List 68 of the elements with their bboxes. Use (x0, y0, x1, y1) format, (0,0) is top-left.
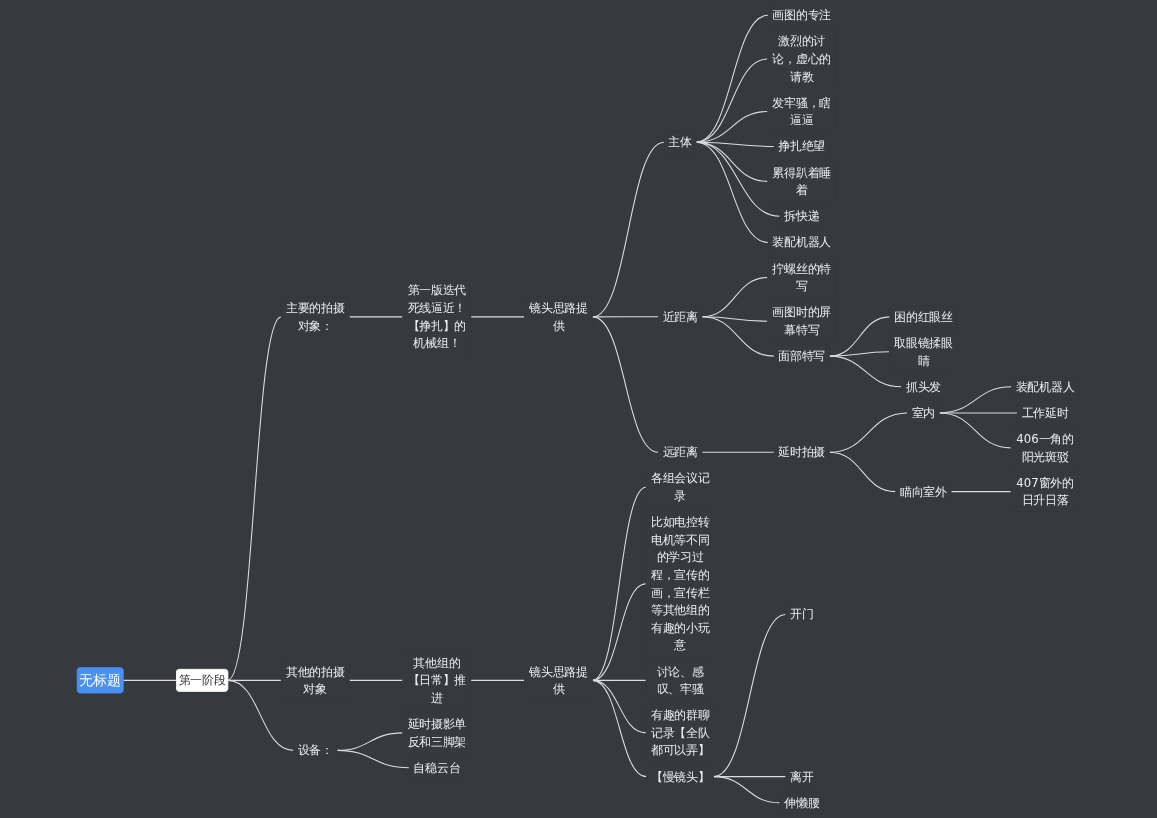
node-text: 拧螺丝的特写 (772, 261, 832, 293)
connector (939, 412, 1012, 449)
node-text: 发牢骚，瞎逼逼 (772, 96, 832, 127)
connector (829, 351, 891, 357)
node-text: 拆快递 (784, 209, 820, 223)
node-text: 激烈的讨论，虚心的请教 (772, 34, 832, 84)
connector (829, 412, 909, 453)
node-text: 画图时的屏幕特写 (772, 305, 832, 337)
connector (695, 14, 769, 143)
node-text: 镜头思路提供 (529, 301, 589, 333)
node-text: 主体 (668, 135, 693, 149)
node-text: 有趣的群聊记录【全队都可以弄】 (651, 708, 710, 758)
connector (470, 679, 526, 681)
connector (829, 355, 903, 388)
connector (829, 451, 897, 493)
connector (470, 316, 526, 318)
connector (713, 776, 781, 804)
node-text: 讨论、感叹、牢骚 (656, 664, 704, 696)
connector (701, 316, 775, 357)
node-text: 镜头思路提供 (529, 664, 589, 696)
connector (349, 679, 404, 681)
connector (227, 316, 282, 681)
connector (122, 679, 178, 681)
node-text: 累得趴着睡着 (772, 165, 832, 197)
node-text: 抓头发 (906, 380, 942, 394)
connector (592, 316, 660, 318)
connector (592, 583, 647, 681)
connector (695, 58, 769, 143)
connector (701, 451, 775, 453)
node-text: 各组会议记录 (651, 471, 710, 503)
node-text: 困的红眼丝 (894, 310, 954, 324)
node-text: 画图的专注 (772, 8, 832, 22)
connector (227, 679, 295, 751)
node-text: 装配机器人 (772, 235, 832, 250)
node-text: 407窗外的日升日落 (1016, 476, 1075, 508)
connector (592, 141, 665, 318)
node-text: 其他的拍摄对象 (286, 664, 345, 696)
connector (695, 110, 769, 143)
connector (950, 491, 1012, 493)
node-text: 离开 (790, 769, 814, 784)
node-text: 延时拍摄 (778, 445, 826, 459)
connector (713, 613, 787, 778)
node-text: 工作延时 (1021, 406, 1069, 420)
node-text: 自稳云台 (413, 761, 461, 775)
node-text: 远距离 (662, 445, 698, 459)
connector (592, 486, 647, 681)
node-text: 主要的拍摄对象： (286, 301, 345, 333)
node-text: 其他组的【日常】推进 (407, 656, 467, 705)
node-text: 设备： (297, 743, 334, 758)
node-text: 挣扎绝望 (778, 139, 826, 154)
node-text: 近距离 (662, 310, 698, 324)
node-text: 室内 (911, 406, 936, 420)
node-text: 第一版迭代死线逼近！【挣扎】的机械组！ (407, 283, 467, 350)
node-text: 406一角的阳光斑驳 (1016, 432, 1075, 464)
connector (592, 316, 660, 453)
node-text: 取眼镜揉眼睛 (894, 336, 954, 368)
node-text: 延时摄影单反和三脚架 (407, 717, 467, 749)
node-text: 比如电控转电机等不同的学习过程，宣传的画，宣传栏等其他组的有趣的小玩意 (651, 515, 710, 653)
connector (336, 749, 410, 769)
connector (592, 679, 648, 778)
connector (349, 316, 404, 318)
node-text: 面部特写 (778, 349, 826, 363)
node-text: 【慢镜头】 (651, 769, 710, 784)
node-text: 伸懒腰 (784, 796, 820, 810)
node-text: 开门 (790, 607, 814, 622)
connector (829, 316, 891, 357)
node-text: 瞄向室外 (900, 484, 948, 499)
node-text: 装配机器人 (1015, 380, 1075, 394)
